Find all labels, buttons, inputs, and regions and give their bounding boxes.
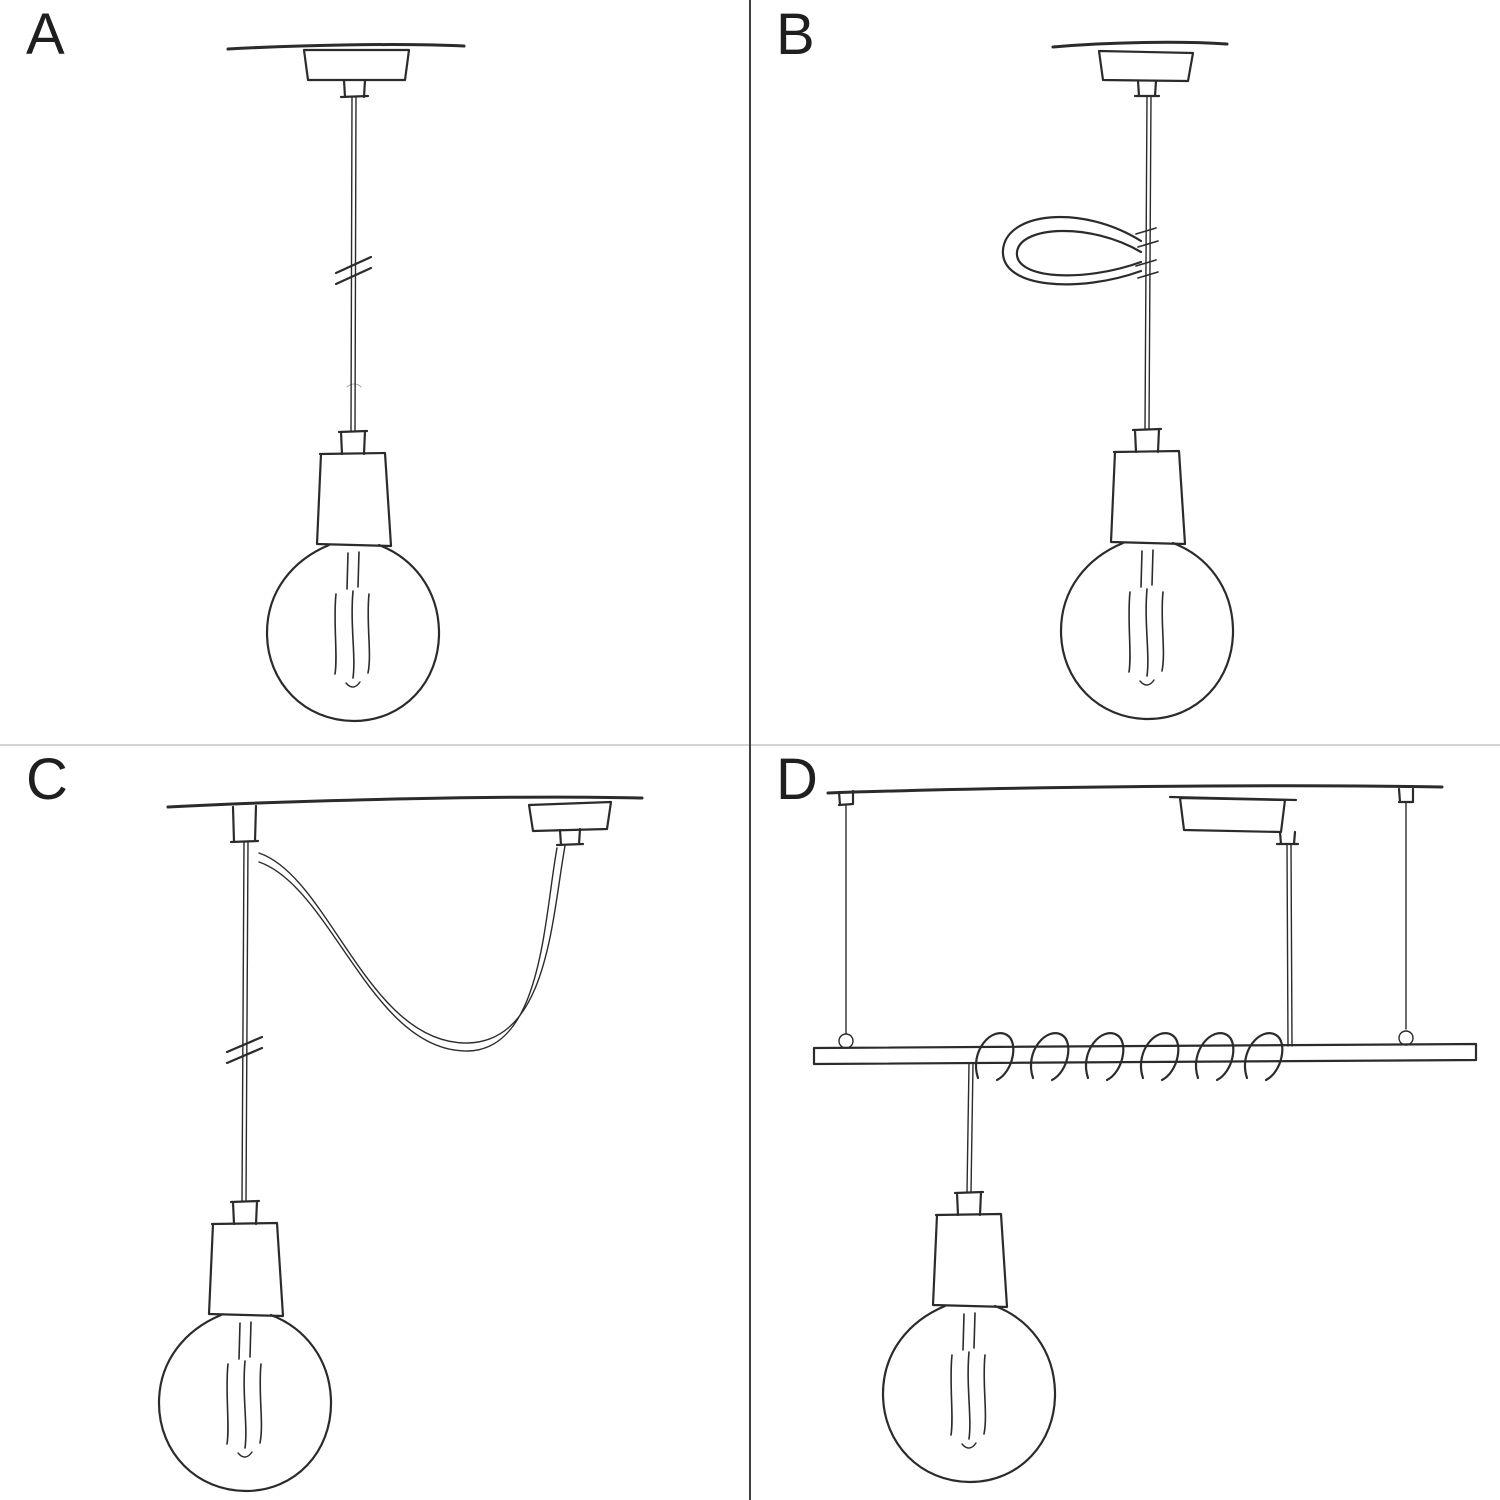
ceiling-line: [226, 43, 466, 51]
ceiling-hook-grip: [229, 804, 260, 844]
ceiling-line: [826, 784, 1444, 795]
lamp-socket-and-bulb: [1059, 427, 1235, 721]
panel-b-label: B: [776, 2, 816, 67]
panel-c: C: [0, 745, 750, 1500]
drop-cable-from-rose: [1286, 843, 1293, 1047]
panel-d-label: D: [776, 747, 819, 812]
swag-cable: [258, 845, 566, 1052]
horizontal-bar: [812, 1042, 1478, 1066]
panel-a-label: A: [26, 2, 66, 67]
grid-divider-vertical: [749, 0, 751, 1500]
panel-c-label: C: [26, 747, 69, 812]
ceiling-rose: [1097, 49, 1195, 98]
ceiling-rose: [1168, 795, 1300, 846]
panel-d: D: [750, 745, 1500, 1500]
panel-b: B: [750, 0, 1500, 745]
ceiling-rose: [302, 48, 411, 99]
lamp-socket-and-bulb: [265, 429, 441, 723]
ceiling-line: [166, 795, 644, 809]
pendant-cable: [225, 841, 264, 1202]
panel-a: A: [0, 0, 750, 745]
cable-clip-loop: [1001, 215, 1159, 286]
pendant-cable: [966, 1063, 974, 1193]
ceiling-line: [1051, 40, 1229, 49]
ceiling-rose: [527, 800, 613, 847]
sketch-d-pendant-wrapped-on-bar: [812, 784, 1478, 1484]
cable-coil-wraps: [975, 1032, 1284, 1082]
pendant-cable: [334, 96, 373, 432]
sketch-c-pendant-swag-two-point: [157, 795, 644, 1493]
suspension-wires: [837, 787, 1415, 1049]
sketch-b-pendant-with-cable-clip: [1001, 40, 1235, 721]
lamp-socket-and-bulb: [157, 1199, 333, 1493]
sketch-a-pendant-straight-drop: [226, 43, 466, 723]
lamp-socket-and-bulb: [881, 1190, 1057, 1484]
